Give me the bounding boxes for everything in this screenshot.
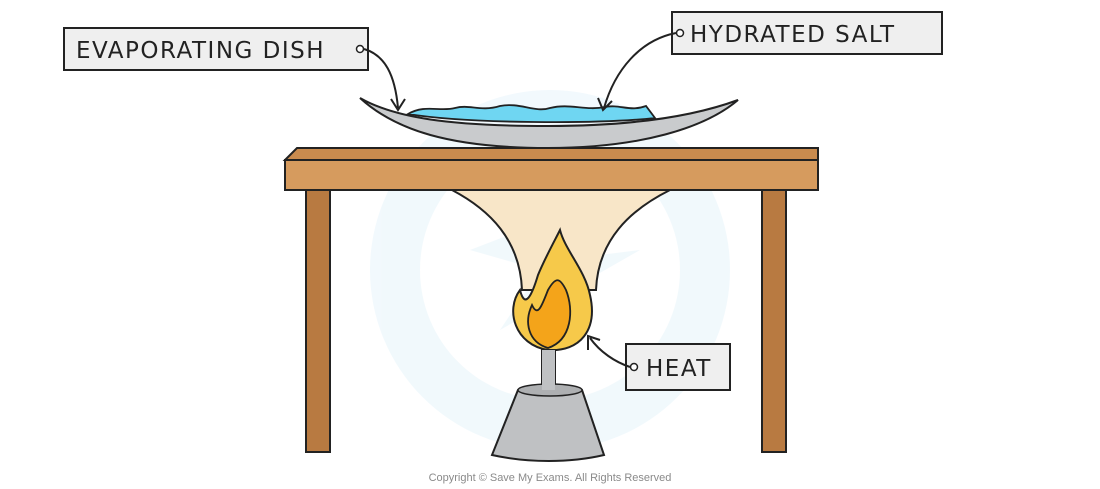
table-top bbox=[282, 147, 819, 191]
pointer-arrow-dish bbox=[363, 48, 406, 112]
pointer-arrow-heat bbox=[587, 334, 631, 368]
label-hydrated-salt-text: HYDRATED SALT bbox=[690, 22, 896, 48]
label-evaporating-dish: EVAPORATING DISH bbox=[63, 27, 406, 112]
evaporating-dish bbox=[359, 97, 739, 150]
pointer-arrow-salt bbox=[597, 32, 677, 112]
table-leg-left bbox=[305, 189, 331, 453]
salt-solution bbox=[405, 104, 657, 123]
flame bbox=[512, 227, 593, 352]
copyright-notice: Copyright © Save My Exams. All Rights Re… bbox=[428, 472, 672, 484]
label-evaporating-dish-text: EVAPORATING DISH bbox=[76, 38, 325, 64]
table-leg-right bbox=[761, 189, 787, 453]
label-heat: HEAT bbox=[587, 334, 731, 391]
label-hydrated-salt: HYDRATED SALT bbox=[597, 11, 943, 112]
bunsen-burner bbox=[490, 349, 606, 462]
label-heat-text: HEAT bbox=[646, 356, 712, 382]
